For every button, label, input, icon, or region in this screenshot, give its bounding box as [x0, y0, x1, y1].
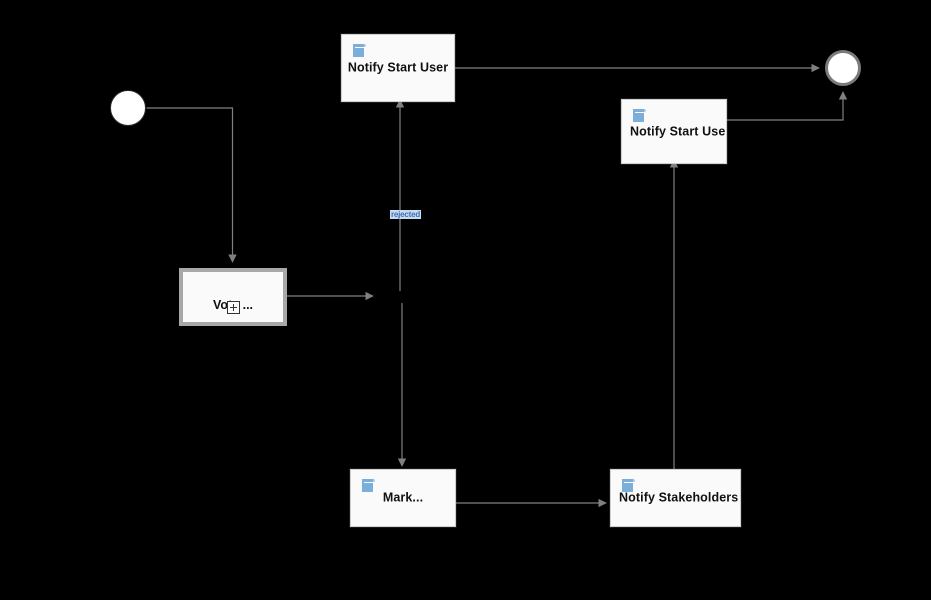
- notify-stakeholders-task[interactable]: Notify Stakeholders: [610, 469, 741, 527]
- send-task-icon: [622, 479, 635, 492]
- vote-subprocess[interactable]: Vote ...: [179, 268, 287, 326]
- edge-start-to-vote: [146, 107, 237, 263]
- start-event[interactable]: [110, 90, 146, 126]
- notify-start-user-top-task[interactable]: Notify Start User: [341, 34, 455, 102]
- notify-start-user-top-label: Notify Start User: [347, 60, 449, 75]
- end-event[interactable]: [825, 50, 861, 86]
- notify-start-user-right-label: Notify Start User: [630, 124, 726, 138]
- edge-label-rejected[interactable]: rejected: [390, 210, 422, 219]
- notify-stakeholders-label: Notify Stakeholders: [619, 490, 739, 505]
- send-task-icon: [353, 44, 366, 57]
- notify-start-user-right-task[interactable]: Notify Start User: [621, 99, 727, 164]
- expand-plus-marker[interactable]: [226, 301, 240, 314]
- mark-task[interactable]: Mark...: [350, 469, 456, 527]
- mark-task-label: Mark...: [382, 490, 424, 505]
- edge-notify-start-user-right-to-end: [727, 91, 848, 121]
- send-task-icon: [362, 479, 375, 492]
- send-task-icon: [633, 109, 646, 122]
